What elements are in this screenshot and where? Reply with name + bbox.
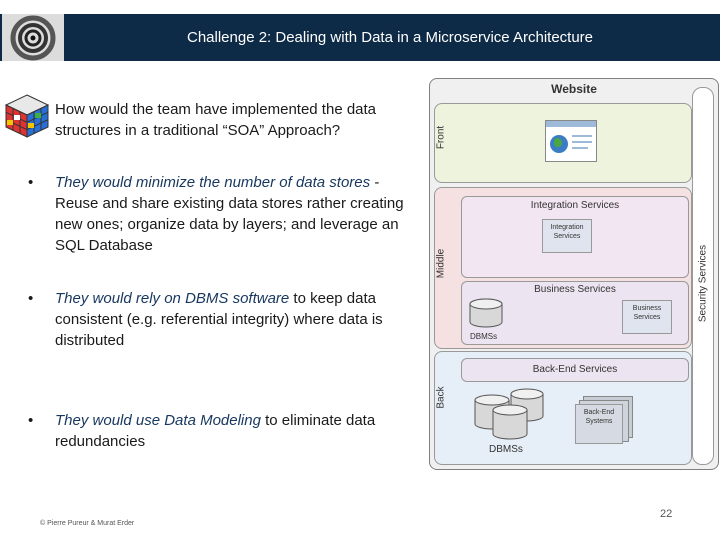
- front-layer: Front: [434, 103, 692, 183]
- copyright-footer: © Pierre Pureur & Murat Erder: [40, 520, 135, 527]
- question-text: How would the team have implemented the …: [55, 101, 377, 139]
- database-cluster-icon: [474, 388, 544, 440]
- diagram-title: Website: [551, 82, 597, 96]
- business-services-inner: Business Services: [622, 300, 672, 334]
- dbms-small-label: DBMSs: [470, 332, 498, 341]
- business-services-box: Business Services DBMSs Business Service…: [461, 281, 689, 345]
- bullet-text: They would rely on DBMS software to keep…: [55, 290, 383, 349]
- bullet-marker: •: [28, 412, 34, 429]
- rubiks-cube-icon: [4, 93, 50, 139]
- browser-window-icon: [545, 120, 597, 162]
- security-services-label: Security Services: [697, 244, 709, 323]
- slide-title: Challenge 2: Dealing with Data in a Micr…: [186, 29, 594, 46]
- page-number: 22: [660, 508, 673, 520]
- middle-layer: Middle Integration Services Integration …: [434, 187, 692, 349]
- bullet-text: They would use Data Modeling to eliminat…: [55, 412, 376, 450]
- database-icon: [469, 298, 503, 328]
- bullet-marker: •: [28, 290, 34, 307]
- spiral-staircase-logo-icon: [2, 14, 64, 61]
- bullet-marker: •: [28, 174, 34, 191]
- globe-icon: [550, 135, 568, 153]
- back-end-services-title: Back-End Services: [532, 364, 618, 375]
- back-end-systems-box: Back-End Systems: [575, 404, 623, 444]
- bullet-text: They would minimize the number of data s…: [55, 174, 404, 254]
- back-layer: Back Back-End Services DBMSs Back-End Sy…: [434, 351, 692, 465]
- security-services-bar: [692, 87, 714, 465]
- integration-services-title: Integration Services: [530, 200, 620, 211]
- dbms-big-label: DBMSs: [489, 444, 523, 455]
- business-services-title: Business Services: [534, 284, 616, 295]
- back-end-services-box: Back-End Services: [461, 358, 689, 382]
- integration-services-box: Integration Services Integration Service…: [461, 196, 689, 278]
- title-bar: Challenge 2: Dealing with Data in a Micr…: [0, 14, 720, 61]
- integration-services-inner: Integration Services: [542, 219, 592, 253]
- architecture-diagram: Website Front Middle Integration Service…: [429, 78, 719, 470]
